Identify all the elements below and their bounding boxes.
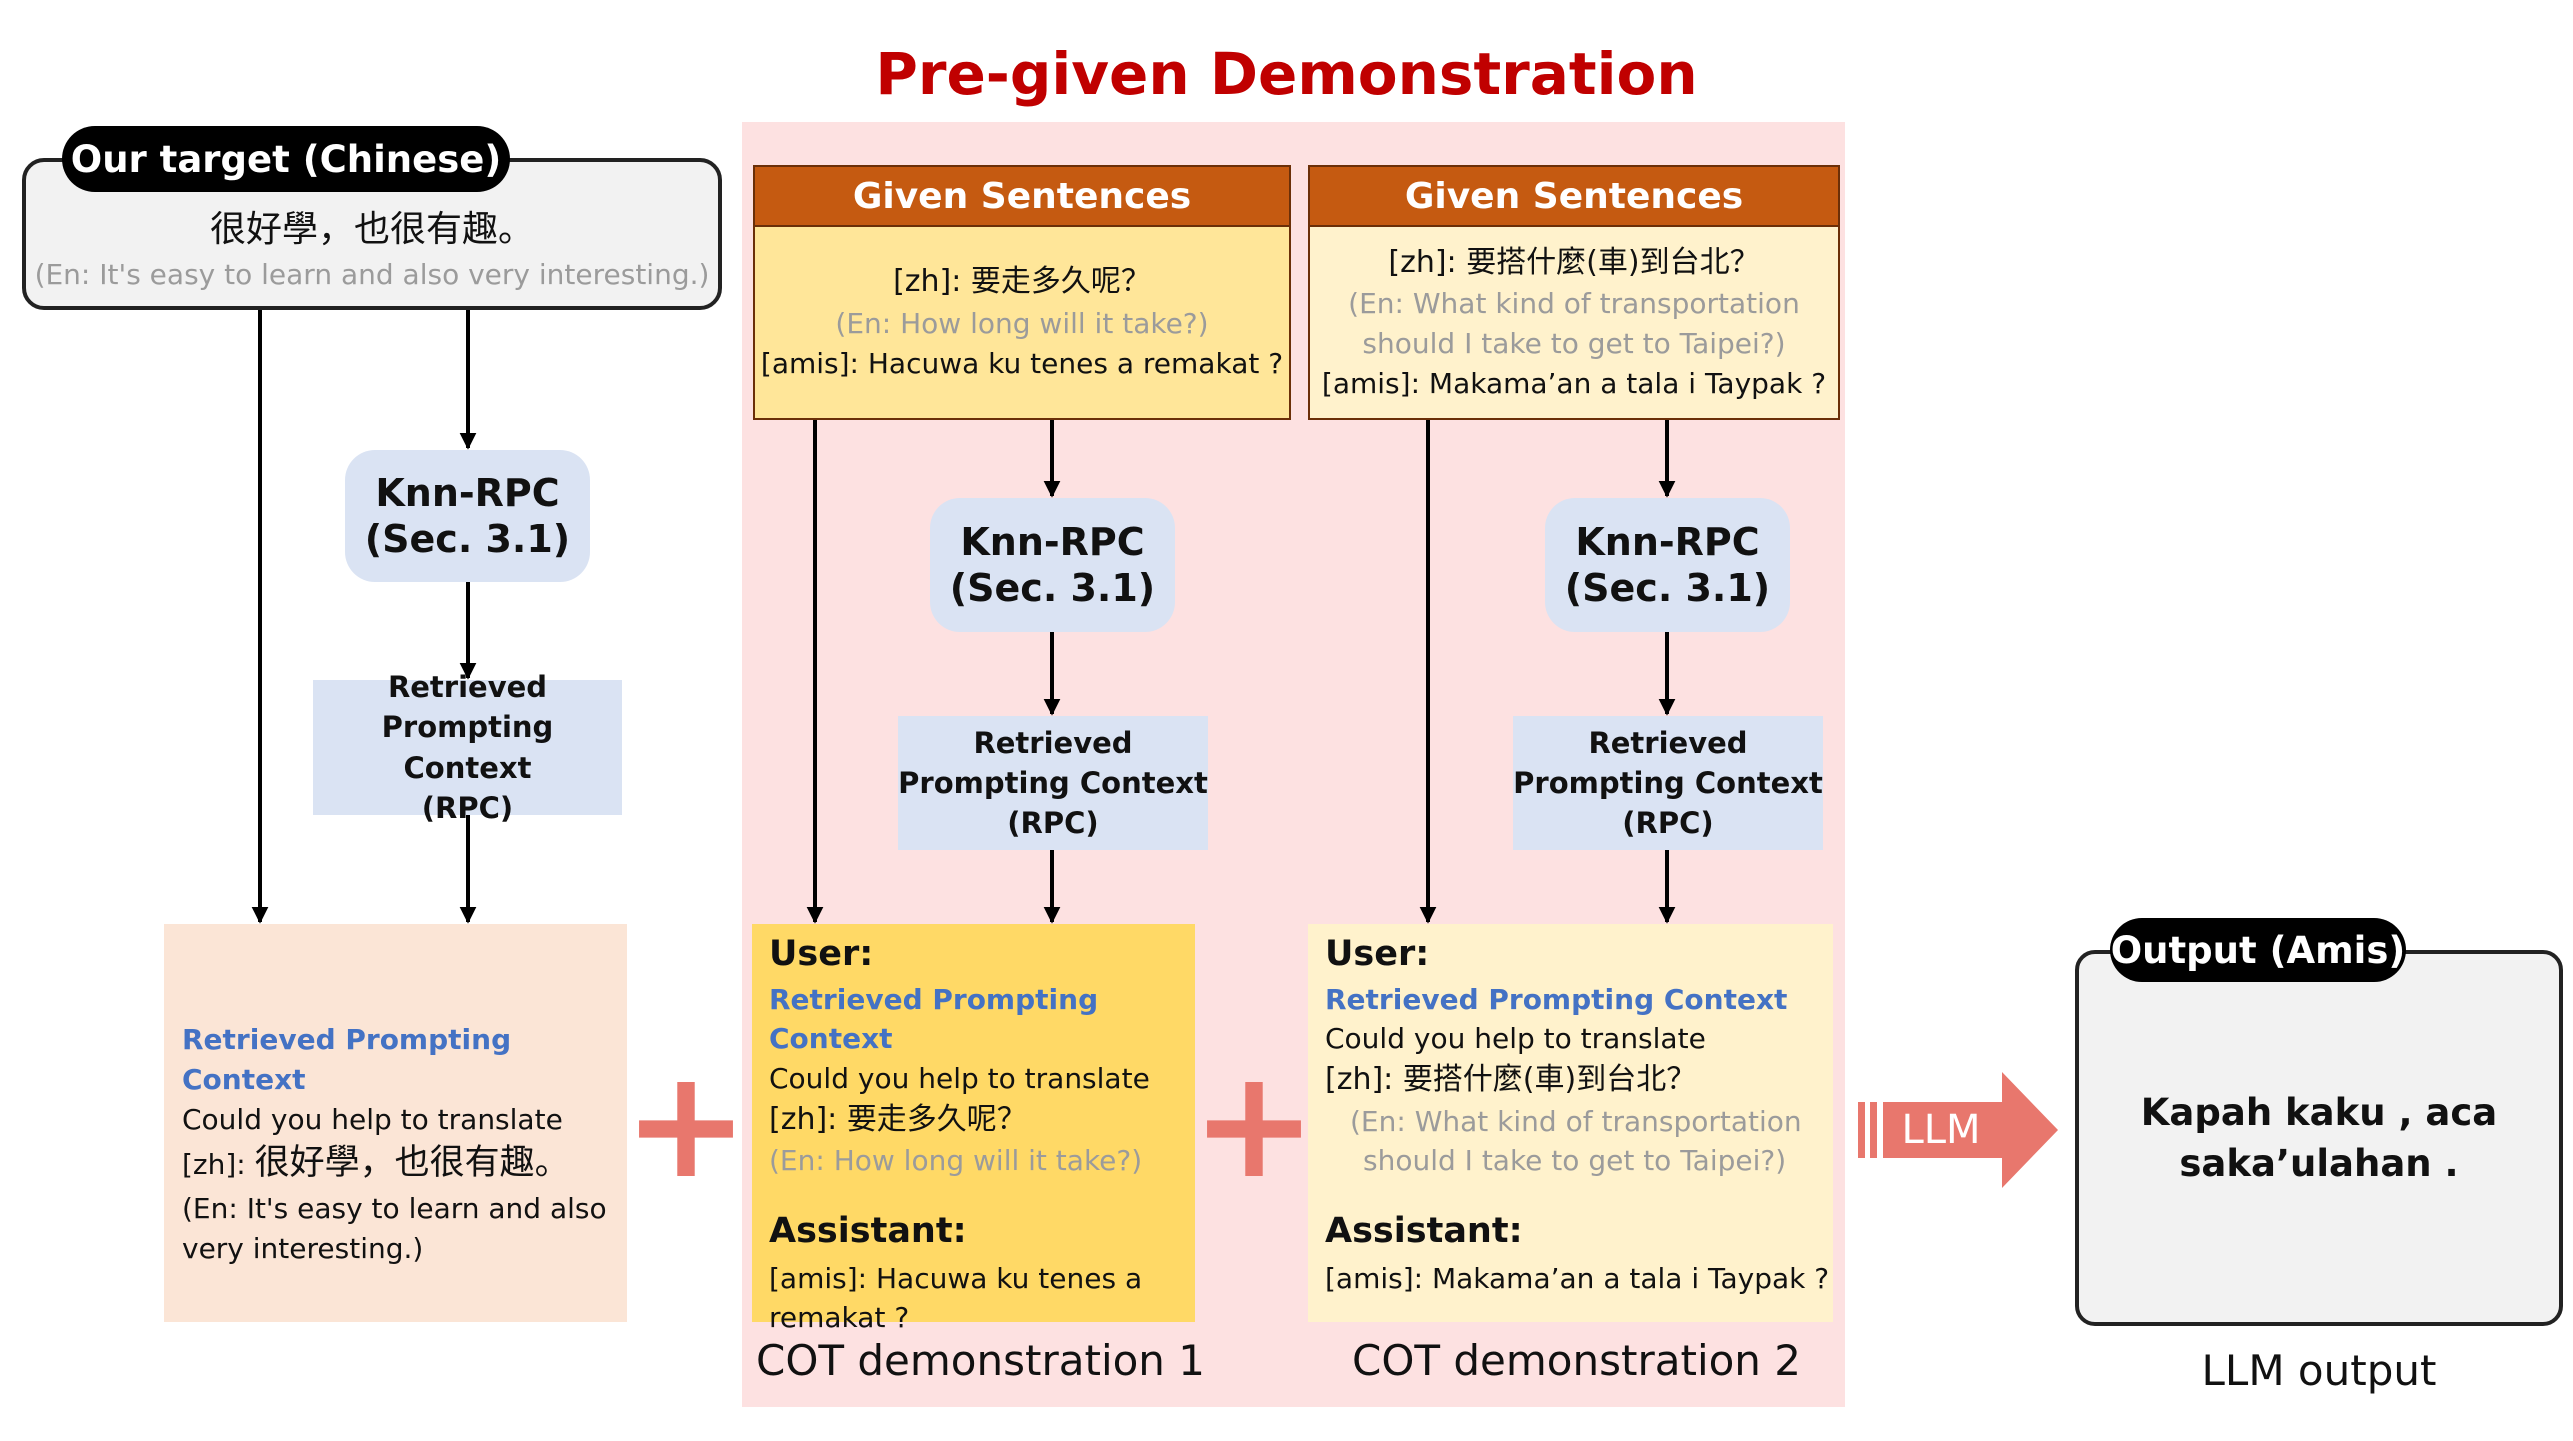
caption-cot-demo-1: COT demonstration 1 (756, 1336, 1205, 1385)
output-label-pill: Output (Amis) (2110, 918, 2406, 982)
cot-demonstration-block-2: User: Retrieved Prompting Context Could … (1308, 924, 1833, 1322)
knn-section: (Sec. 3.1) (949, 566, 1156, 610)
demo2-instruction: Could you help to translate (1325, 1022, 1706, 1056)
knn-rpc-node-demo1: Knn-RPC (Sec. 3.1) (930, 498, 1175, 632)
query-zh-text: 很好學，也很有趣。 (254, 1143, 570, 1184)
rpc-line2: Prompting Context (898, 765, 1208, 800)
rpc-line2: Prompting Context (1513, 765, 1823, 800)
query-instruction: Could you help to translate (182, 1102, 563, 1136)
query-rpc-label: Retrieved Prompting Context (182, 1023, 512, 1096)
demo2-en-line2: should I take to get to Taipei?) (1363, 1144, 1787, 1178)
caption-llm-output: LLM output (2201, 1346, 2437, 1395)
rpc-line3: (RPC) (421, 790, 514, 825)
given2-en-line1: (En: What kind of transportation (1348, 287, 1800, 321)
rpc-line3: (RPC) (1007, 806, 1099, 840)
knn-title: Knn-RPC (1575, 519, 1760, 564)
given1-en: (En: How long will it take?) (835, 307, 1209, 341)
plus-sign-2: + (1191, 1038, 1317, 1212)
rpc-line3: (RPC) (1622, 806, 1714, 840)
llm-arrow-label: LLM (1901, 1107, 1981, 1153)
output-line2: saka’ulahan . (2179, 1142, 2459, 1185)
demo2-amis: [amis]: Makama’an a tala i Taypak ? (1325, 1261, 1830, 1295)
given2-en-line2: should I take to get to Taipei?) (1362, 326, 1786, 360)
rpc-line1: Retrieved (1588, 725, 1748, 760)
demo1-en: (En: How long will it take?) (769, 1144, 1143, 1178)
target-query-block: Retrieved Prompting Context Could you he… (164, 924, 627, 1322)
given1-zh: [zh]: 要走多久呢？ (893, 264, 1151, 300)
demo2-en-line1: (En: What kind of transportation (1350, 1104, 1802, 1138)
cot-demonstration-block-1: User: Retrieved Prompting Context Could … (752, 924, 1195, 1334)
knn-section: (Sec. 3.1) (364, 517, 571, 561)
demo2-user-heading: User: (1325, 934, 1430, 974)
diagram-title: Pre-given Demonstration (875, 40, 1698, 108)
demo1-amis-line1: [amis]: Hacuwa ku tenes a (769, 1261, 1143, 1295)
demo2-zh: [zh]: 要搭什麼(車)到台北？ (1325, 1062, 1697, 1097)
given-sentences-header-2: Given Sentences (1308, 165, 1840, 227)
output-line1: Kapah kaku , aca (2140, 1090, 2498, 1134)
given2-zh: [zh]: 要搭什麼(車)到台北？ (1388, 244, 1760, 280)
target-en-text: (En: It's easy to learn and also very in… (34, 257, 710, 291)
query-zh-prefix: [zh]: (182, 1148, 255, 1182)
target-zh-text: 很好學，也很有趣。 (209, 208, 534, 250)
rpc-line2: Prompting Context (381, 710, 554, 785)
caption-cot-demo-2: COT demonstration 2 (1352, 1336, 1801, 1385)
rpc-line1: Retrieved (973, 725, 1133, 760)
rpc-node-demo2: Retrieved Prompting Context (RPC) (1513, 716, 1823, 850)
demo1-assistant-heading: Assistant: (769, 1211, 967, 1252)
query-en-line1: (En: It's easy to learn and also (182, 1191, 607, 1225)
given-sentences-body-2: [zh]: 要搭什麼(車)到台北？ (En: What kind of tran… (1308, 227, 1840, 420)
query-en-line2: very interesting.) (182, 1231, 424, 1265)
demo2-assistant-heading: Assistant: (1325, 1211, 1523, 1252)
knn-rpc-node-target: Knn-RPC (Sec. 3.1) (345, 450, 590, 582)
demo1-zh: [zh]: 要走多久呢？ (769, 1101, 1027, 1137)
demo1-user-heading: User: (769, 934, 874, 974)
rpc-node-target: Retrieved Prompting Context (RPC) (313, 670, 622, 825)
rpc-node-demo1: Retrieved Prompting Context (RPC) (898, 716, 1208, 850)
given-sentences-body-1: [zh]: 要走多久呢？ (En: How long will it take?… (753, 227, 1291, 420)
given1-amis: [amis]: Hacuwa ku tenes a remakat ? (760, 346, 1284, 380)
demo2-rpc-label: Retrieved Prompting Context (1325, 982, 1788, 1016)
knn-title: Knn-RPC (960, 519, 1145, 564)
query-zh-line: [zh]: 很好學，也很有趣。 (182, 1139, 627, 1189)
output-box: Kapah kaku , aca saka’ulahan . (2075, 950, 2563, 1326)
knn-rpc-node-demo2: Knn-RPC (Sec. 3.1) (1545, 498, 1790, 632)
demo1-rpc-label: Retrieved Prompting Context (769, 982, 1099, 1056)
plus-sign-1: + (623, 1038, 749, 1212)
given-sentences-header-1: Given Sentences (753, 165, 1291, 227)
demo1-amis-line2: remakat ? (769, 1301, 910, 1335)
given2-amis: [amis]: Makama’an a tala i Taypak ? (1321, 366, 1827, 400)
target-label-pill: Our target (Chinese) (62, 126, 510, 192)
rpc-line1: Retrieved (387, 670, 548, 705)
knn-title: Knn-RPC (375, 470, 560, 515)
knn-section: (Sec. 3.1) (1564, 566, 1771, 610)
demo1-instruction: Could you help to translate (769, 1062, 1150, 1095)
